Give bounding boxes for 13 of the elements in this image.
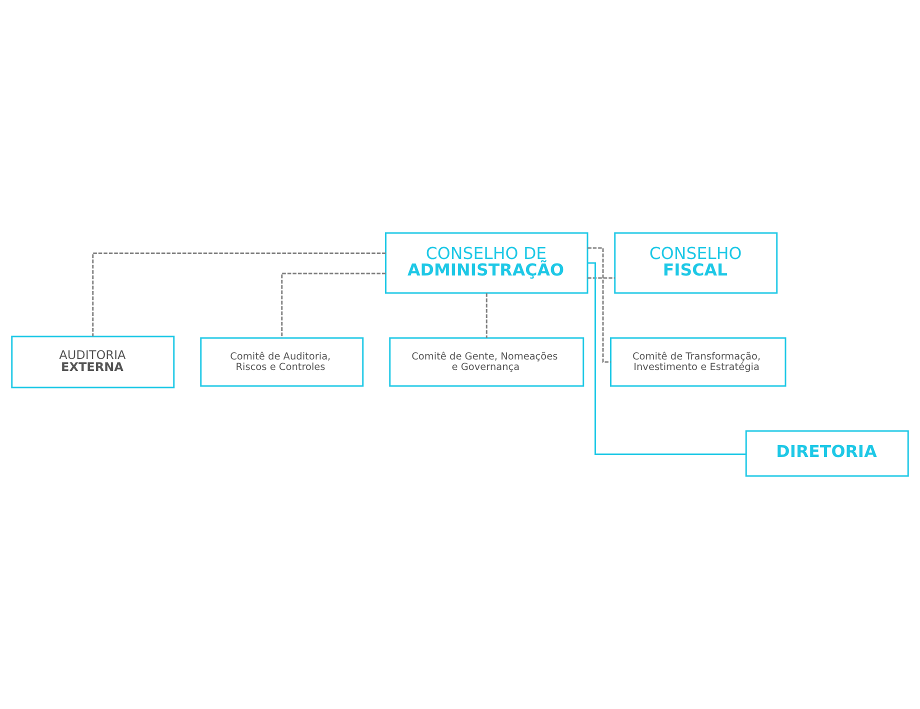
connector — [486, 293, 488, 338]
connector — [92, 252, 386, 336]
node-box: CONSELHO FISCAL — [614, 232, 778, 294]
connector — [588, 247, 610, 363]
connector — [588, 277, 615, 279]
node-box: Comitê de Transformação, Investimento e Estratégia — [610, 337, 786, 387]
node-box: AUDITORIA EXTERNA — [11, 336, 175, 388]
node-box: DIRETORIA — [745, 430, 909, 477]
node-box: Comitê de Gente, Nomeações e Governança — [389, 337, 584, 387]
connector — [281, 272, 386, 338]
connector — [588, 262, 746, 455]
node-box: Comitê de Auditoria, Riscos e Controles — [200, 337, 364, 387]
node-box: CONSELHO DE ADMINISTRAÇÃO — [385, 232, 588, 294]
